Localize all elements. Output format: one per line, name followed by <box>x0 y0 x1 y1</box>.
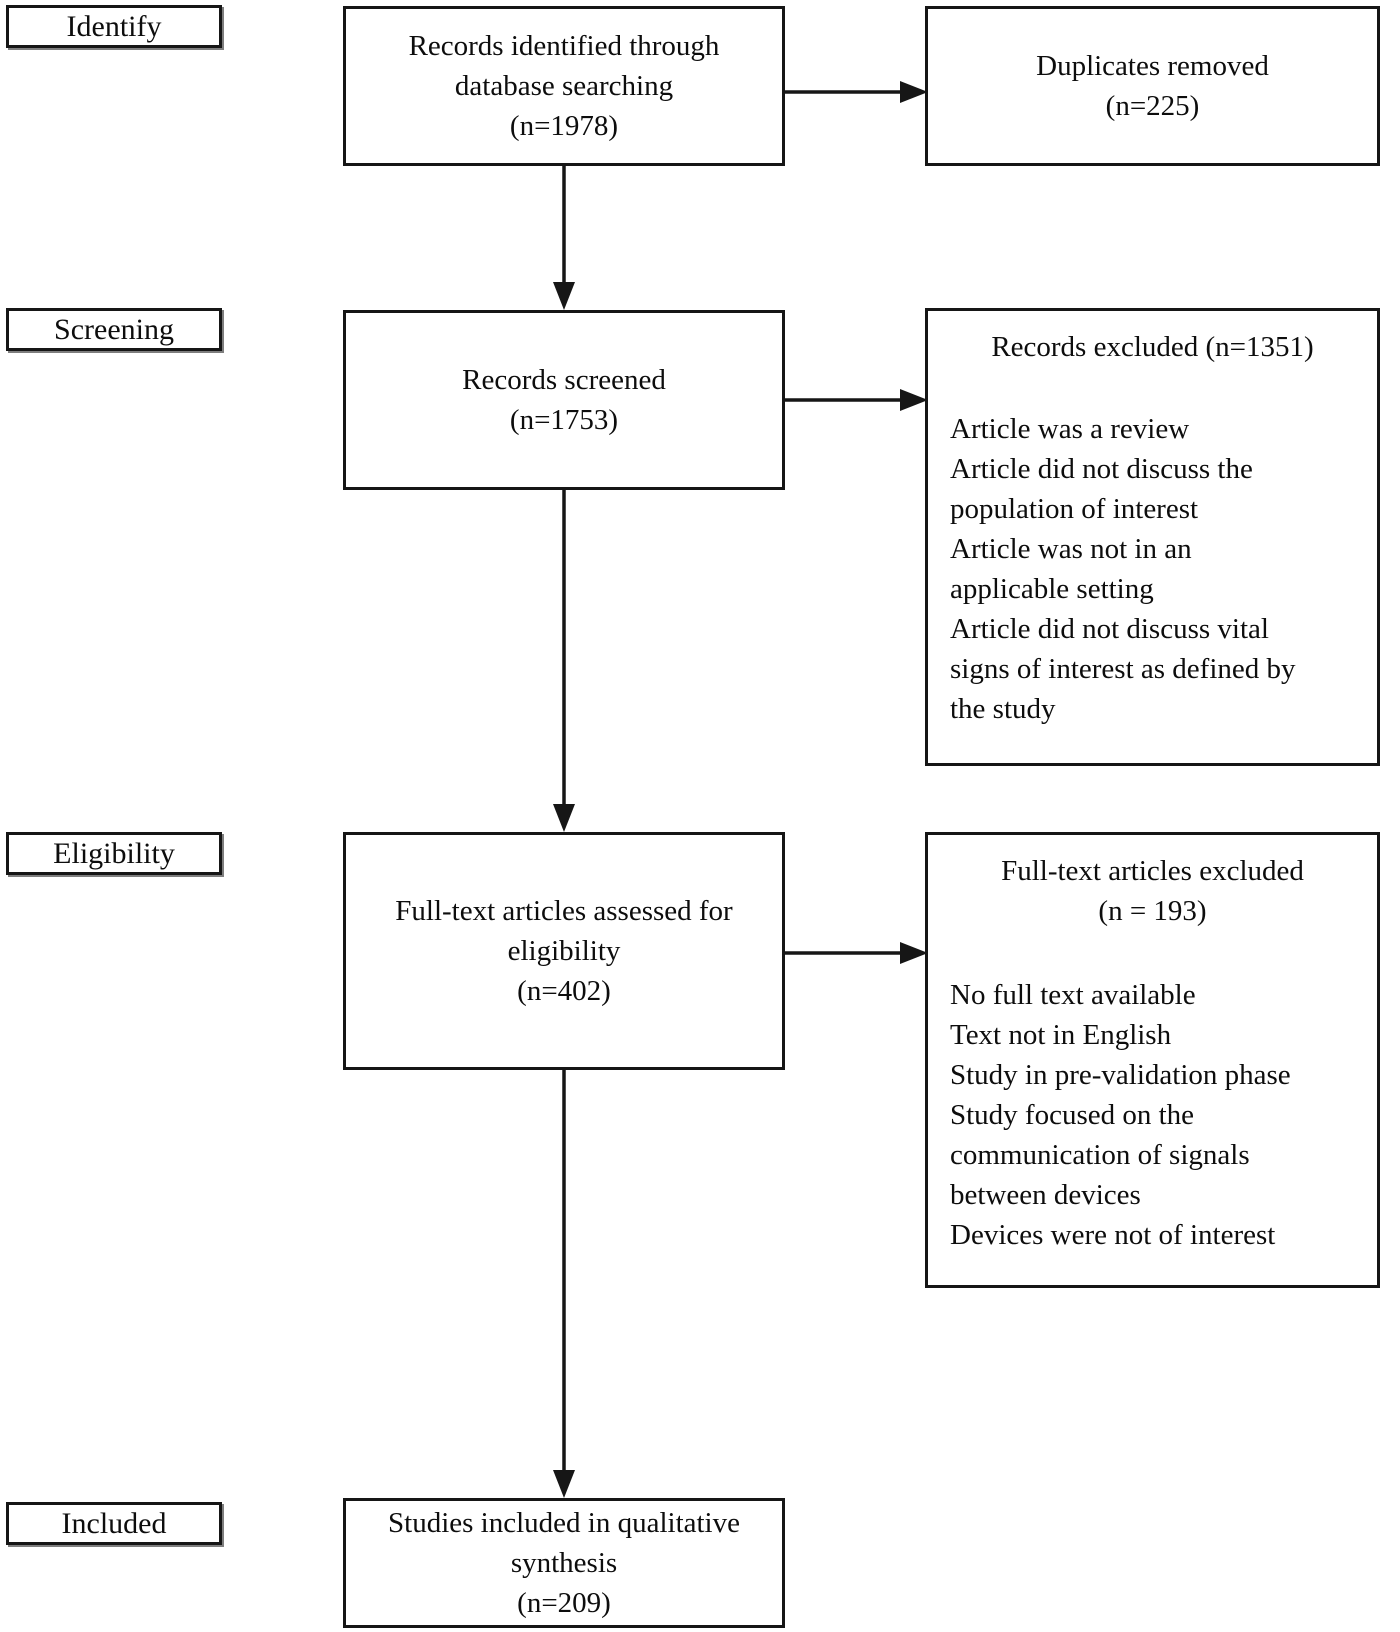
stage-label-text: Eligibility <box>53 836 175 870</box>
box-studies-included: Studies included in qualitative synthesi… <box>343 1498 785 1628</box>
arrow-identified-to-screened <box>553 166 575 310</box>
arrow-identified-to-duplicates <box>785 81 928 103</box>
box-text-line: Records identified through <box>408 29 720 62</box>
reason-item: Article was not in an applicable setting <box>950 533 1192 606</box>
stage-label-included: Included <box>6 1502 222 1545</box>
stage-label-text: Included <box>61 1506 167 1540</box>
box-count: (n=209) <box>517 1587 611 1619</box>
box-count: (n=1753) <box>509 404 619 436</box>
exclusion-reasons-list: No full text available Text not in Engli… <box>950 975 1355 1255</box>
stage-label-identify: Identify <box>6 5 222 48</box>
box-records-identified: Records identified through database sear… <box>343 6 785 166</box>
stage-label-screening: Screening <box>6 308 222 351</box>
excluded-header: Records excluded (n=1351) <box>991 331 1314 363</box>
box-count: (n=225) <box>1105 90 1200 122</box>
box-fulltext-excluded: Full-text articles excluded (n = 193) No… <box>925 832 1380 1288</box>
stage-label-eligibility: Eligibility <box>6 832 222 875</box>
box-records-screened: Records screened (n=1753) <box>343 310 785 490</box>
box-text-line: Studies included in qualitative <box>388 1506 740 1539</box>
box-text-line: synthesis <box>510 1546 618 1579</box>
reason-item: Study focused on the communication of si… <box>950 1099 1250 1212</box>
arrow-fulltext-to-included <box>553 1070 575 1498</box>
excluded-header-count: (n = 193) <box>1098 895 1207 928</box>
arrow-screened-to-fulltext <box>553 490 575 832</box>
reason-item: Study in pre-validation phase <box>950 1059 1291 1092</box>
box-text-line: Duplicates removed <box>1036 49 1269 82</box>
box-fulltext-assessed: Full-text articles assessed for eligibil… <box>343 832 785 1070</box>
box-duplicates-removed: Duplicates removed (n=225) <box>925 6 1380 166</box>
reason-item: Article did not discuss vital signs of i… <box>950 613 1296 726</box>
box-count: (n=402) <box>517 975 611 1007</box>
arrow-screened-to-records-excluded <box>785 389 928 411</box>
excluded-header-line: Full-text articles excluded <box>1001 855 1304 887</box>
reason-item: Devices were not of interest <box>950 1219 1276 1252</box>
reason-item: Article was a review <box>950 413 1190 446</box>
stage-label-text: Identify <box>66 9 162 43</box>
box-text-line: eligibility <box>507 934 621 967</box>
box-text-line: Full-text articles assessed for <box>395 894 733 927</box>
box-records-excluded: Records excluded (n=1351) Article was a … <box>925 308 1380 766</box>
reason-item: Text not in English <box>950 1019 1172 1052</box>
reason-item: No full text available <box>950 979 1196 1012</box>
reason-item: Article did not discuss the population o… <box>950 453 1253 526</box>
arrow-fulltext-to-fulltext-excluded <box>785 942 928 964</box>
exclusion-reasons-list: Article was a review Article did not dis… <box>950 409 1355 729</box>
box-text-line: database searching <box>454 69 674 102</box>
box-count: (n=1978) <box>509 110 619 142</box>
box-text-line: Records screened <box>462 363 666 396</box>
stage-label-text: Screening <box>54 312 174 346</box>
